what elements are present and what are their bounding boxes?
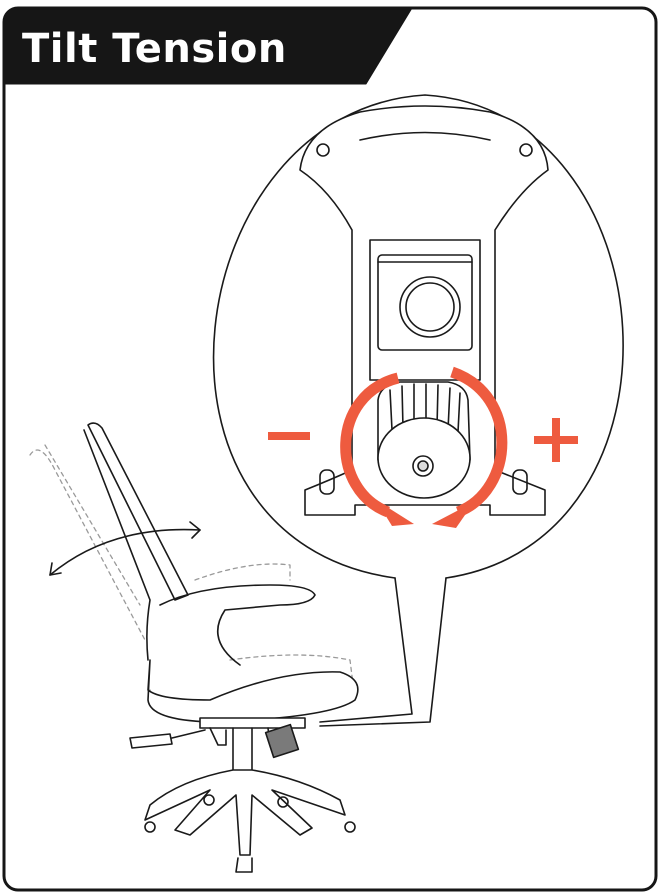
tension-knob-icon <box>377 381 471 499</box>
increase-sign-v <box>552 418 560 462</box>
title-banner <box>3 7 413 85</box>
decrease-sign <box>268 432 310 440</box>
arrow-head-right <box>432 502 474 528</box>
office-chair-icon <box>29 422 359 873</box>
page-title: Tilt Tension <box>22 26 287 72</box>
rotation-arrow-icon <box>340 366 508 518</box>
arrow-head-left <box>376 500 414 526</box>
mechanism-plate <box>299 105 549 516</box>
